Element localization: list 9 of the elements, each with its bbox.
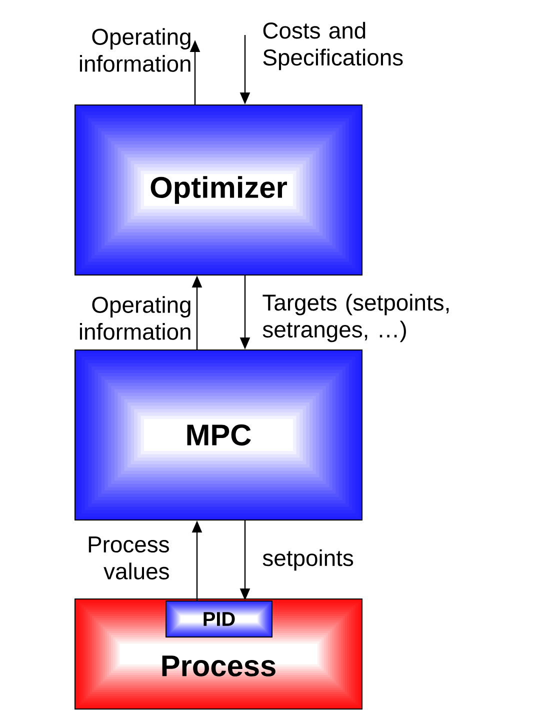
edge-label: Process values xyxy=(88,536,169,580)
edge-label: setpoints xyxy=(262,549,354,571)
edge-label: Operating information xyxy=(80,28,190,72)
optimizer-box: Optimizer xyxy=(74,104,362,276)
edge-label: Costs and Specifications xyxy=(263,22,403,70)
edge-label: Operating information xyxy=(80,296,190,340)
controller-tag: PID xyxy=(166,600,272,638)
controller-box: MPC xyxy=(74,350,362,520)
edge-label: Targets (setpoints, setranges, …) xyxy=(262,294,449,342)
